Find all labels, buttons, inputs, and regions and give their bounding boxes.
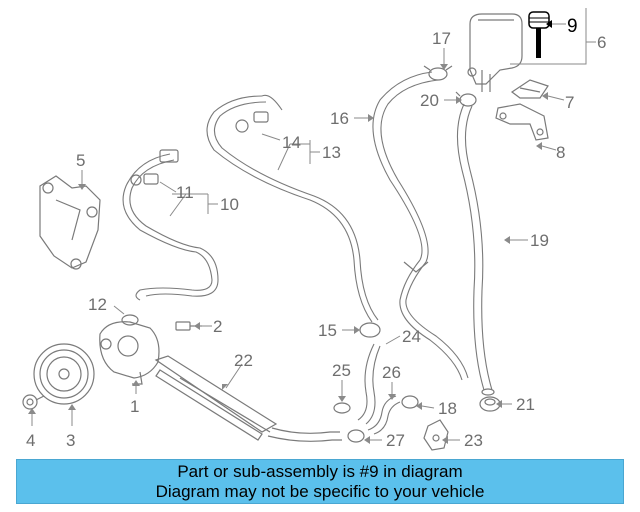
part-23-bracket[interactable]	[423, 419, 449, 451]
part-22-cooler[interactable]	[154, 355, 342, 442]
callout-1: 1	[130, 397, 139, 416]
part-19-supply-hose[interactable]	[456, 103, 495, 396]
callout-17: 17	[432, 29, 451, 48]
part-5-pump-bracket[interactable]	[39, 175, 101, 270]
part-12-o-ring[interactable]	[121, 314, 139, 326]
part-24-hose[interactable]	[357, 343, 381, 425]
callout-2: 2	[213, 317, 222, 336]
callout-23: 23	[464, 431, 483, 450]
callout-24: 24	[402, 327, 421, 346]
parts-diagram: 1 2 3 4 5 6 7 8 9 10 11 12 13 14 15 16 1…	[22, 8, 606, 451]
part-18-clamp[interactable]	[401, 395, 419, 409]
part-1-power-steering-pump[interactable]	[99, 321, 160, 385]
callout-27: 27	[386, 431, 405, 450]
banner-line-2: Diagram may not be specific to your vehi…	[155, 482, 485, 501]
part-25-clamp[interactable]	[333, 402, 351, 414]
callout-20: 20	[420, 91, 439, 110]
part-16-return-hose[interactable]	[372, 71, 469, 381]
part-6-reservoir[interactable]	[467, 13, 523, 92]
callout-7: 7	[565, 93, 574, 112]
callout-4: 4	[26, 431, 35, 450]
part-7-bracket[interactable]	[510, 79, 549, 99]
part-8-bracket[interactable]	[495, 103, 549, 141]
callout-18: 18	[438, 399, 457, 418]
part-26-hose[interactable]	[367, 395, 401, 435]
callout-16: 16	[330, 109, 349, 128]
part-27-clamp[interactable]	[347, 429, 365, 443]
callout-10: 10	[220, 195, 239, 214]
callout-3: 3	[66, 431, 75, 450]
callout-6: 6	[597, 33, 606, 52]
callout-26: 26	[382, 363, 401, 382]
callout-8: 8	[556, 143, 565, 162]
callout-15: 15	[318, 321, 337, 340]
banner-line-1: Part or sub-assembly is #9 in diagram	[177, 462, 463, 481]
callout-13: 13	[322, 143, 341, 162]
callout-22: 22	[234, 351, 253, 370]
callout-25: 25	[332, 361, 351, 380]
part-3-pulley[interactable]	[33, 343, 95, 405]
callout-21: 21	[516, 395, 535, 414]
part-13-pressure-line[interactable]	[206, 94, 379, 323]
callout-9-highlighted: 9	[567, 16, 578, 37]
callout-14: 14	[282, 133, 301, 152]
callout-5: 5	[76, 151, 85, 170]
callout-12: 12	[88, 295, 107, 314]
info-banner: Part or sub-assembly is #9 in diagram Di…	[16, 459, 624, 504]
callout-19: 19	[530, 231, 549, 250]
part-4-bolt[interactable]	[22, 394, 45, 410]
callout-11: 11	[176, 183, 194, 202]
part-10-pressure-line[interactable]	[122, 149, 219, 301]
part-9-reservoir-cap[interactable]	[528, 11, 550, 58]
part-15-clamp[interactable]	[359, 322, 381, 338]
